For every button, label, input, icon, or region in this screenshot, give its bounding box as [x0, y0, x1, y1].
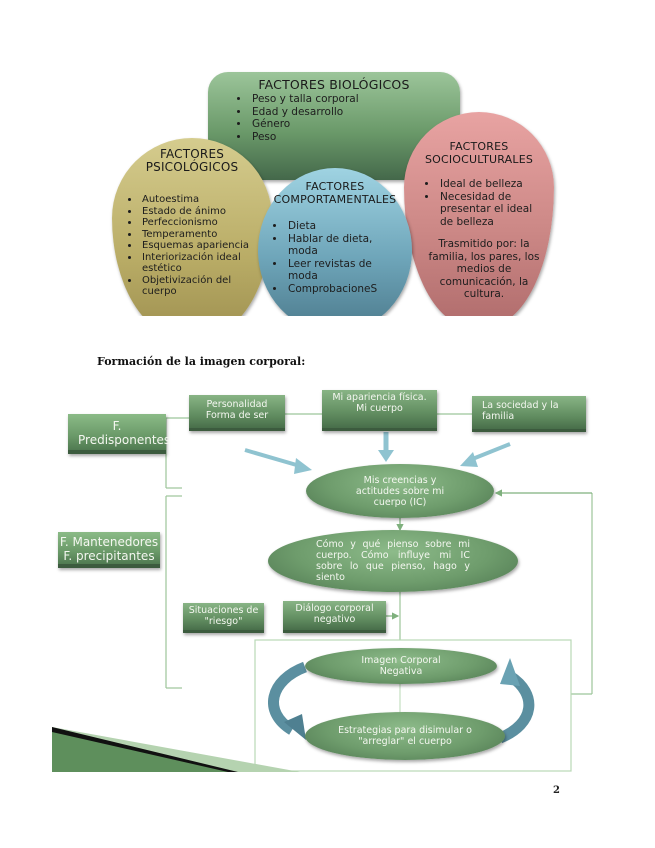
list-item: Necesidad de presentar el ideal de belle…: [438, 191, 548, 229]
list-item: Género: [250, 118, 460, 131]
list-item: ComprobacioneS: [286, 283, 396, 296]
box-text: "riesgo": [204, 616, 243, 627]
factor-psicologicos-circle: FACTORES PSICOLÓGICOS Autoestima Estado …: [112, 138, 272, 338]
factor-biologicos-title: FACTORES BIOLÓGICOS: [258, 77, 410, 92]
factors-diagram: FACTORES BIOLÓGICOS Peso y talla corpora…: [0, 0, 655, 346]
list-item: Estado de ánimo: [140, 206, 258, 218]
cycle-arrow-left-icon: [268, 661, 308, 740]
ellipse-text: Imagen Corporal: [361, 655, 441, 666]
box-text: Personalidad: [206, 399, 268, 410]
box-dialogo-negativo: Diálogo corporal negativo: [283, 601, 386, 633]
title-line: SOCIOCULTURALES: [424, 153, 534, 166]
blue-arrow-center: [378, 432, 394, 462]
box-text: Mi apariencia física.: [332, 392, 427, 403]
list-item: Interiorización ideal estético: [140, 252, 258, 275]
factor-comportamentales-title: FACTORES COMPORTAMENTALES: [258, 180, 412, 206]
factor-socioculturales-note: Trasmitido por: la familia, los pares, l…: [428, 238, 540, 300]
box-text: Diálogo corporal: [295, 603, 374, 614]
factor-psicologicos-title: FACTORES PSICOLÓGICOS: [112, 148, 272, 174]
box-apariencia: Mi apariencia física. Mi cuerpo: [322, 390, 437, 431]
label-text: F. Mantenedores: [59, 535, 159, 549]
title-line: COMPORTAMENTALES: [273, 193, 397, 206]
list-item: Dieta: [286, 220, 396, 233]
label-predisponentes: F. Predisponentes: [68, 414, 171, 454]
page-number: 2: [553, 785, 560, 796]
label-mantenedores: F. Mantenedores F. precipitantes: [58, 532, 160, 568]
blue-arrow-right: [460, 442, 511, 467]
ellipse-text: Negativa: [379, 666, 423, 677]
diagram-cut-edge: [110, 316, 570, 346]
ellipse-estrategias: Estrategias para disimular o "arreglar" …: [305, 712, 505, 760]
ellipse-como-pienso: Cómo y qué pienso sobre mi cuerpo. Cómo …: [268, 530, 518, 592]
box-situaciones-riesgo: Situaciones de "riesgo": [183, 603, 264, 633]
factor-socioculturales-title: FACTORES SOCIOCULTURALES: [404, 140, 554, 166]
list-item: Perfeccionismo: [140, 217, 258, 229]
ellipse-imagen-negativa: Imagen Corporal Negativa: [305, 648, 497, 684]
decorative-corner-shape: [52, 727, 300, 772]
box-text: La sociedad y la familia: [482, 400, 559, 422]
box-text: Forma de ser: [205, 410, 269, 421]
factor-socioculturales-list: Ideal de belleza Necesidad de presentar …: [420, 178, 548, 228]
box-personalidad: Personalidad Forma de ser: [189, 395, 285, 431]
list-item: Ideal de belleza: [438, 178, 548, 191]
list-item: Objetivización del cuerpo: [140, 275, 258, 298]
box-text: negativo: [313, 614, 356, 625]
label-text: F. Predisponentes: [78, 419, 171, 447]
list-item: Leer revistas de moda: [286, 258, 396, 283]
list-item: Edad y desarrollo: [250, 106, 460, 119]
title-line: FACTORES: [305, 180, 365, 193]
list-item: Esquemas apariencia: [140, 240, 258, 252]
ellipse-text: Mis creencias y actitudes sobre mi cuerp…: [355, 474, 445, 508]
title-line: PSICOLÓGICOS: [145, 160, 239, 174]
box-sociedad: La sociedad y la familia: [472, 396, 586, 432]
box-text: Situaciones de: [188, 605, 259, 616]
ellipse-text: Estrategias para disimular o: [338, 725, 472, 736]
factor-biologicos-list: Peso y talla corporal Edad y desarrollo …: [232, 93, 460, 143]
list-item: Temperamento: [140, 229, 258, 241]
ellipse-text: Cómo y qué pienso sobre mi cuerpo. Cómo …: [316, 539, 470, 583]
ellipse-creencias: Mis creencias y actitudes sobre mi cuerp…: [306, 464, 494, 518]
title-line: FACTORES: [449, 140, 509, 153]
factor-comportamentales-circle: FACTORES COMPORTAMENTALES Dieta Hablar d…: [258, 168, 412, 333]
section-heading: Formación de la imagen corporal:: [97, 355, 306, 368]
ellipse-text: "arreglar" el cuerpo: [358, 736, 452, 747]
loop-container: [254, 639, 572, 772]
list-item: Hablar de dieta, moda: [286, 233, 396, 258]
box-text: Mi cuerpo: [356, 403, 403, 414]
factor-socioculturales-circle: FACTORES SOCIOCULTURALES Ideal de bellez…: [404, 112, 554, 327]
factor-psicologicos-list: Autoestima Estado de ánimo Perfeccionism…: [122, 194, 258, 298]
blue-arrow-left: [244, 448, 312, 474]
label-text: F. precipitantes: [63, 549, 155, 563]
list-item: Autoestima: [140, 194, 258, 206]
title-line: FACTORES: [159, 147, 225, 161]
list-item: Peso: [250, 131, 460, 144]
cycle-arrow-right-icon: [497, 658, 535, 744]
list-item: Peso y talla corporal: [250, 93, 460, 106]
factor-comportamentales-list: Dieta Hablar de dieta, moda Leer revista…: [268, 220, 396, 295]
